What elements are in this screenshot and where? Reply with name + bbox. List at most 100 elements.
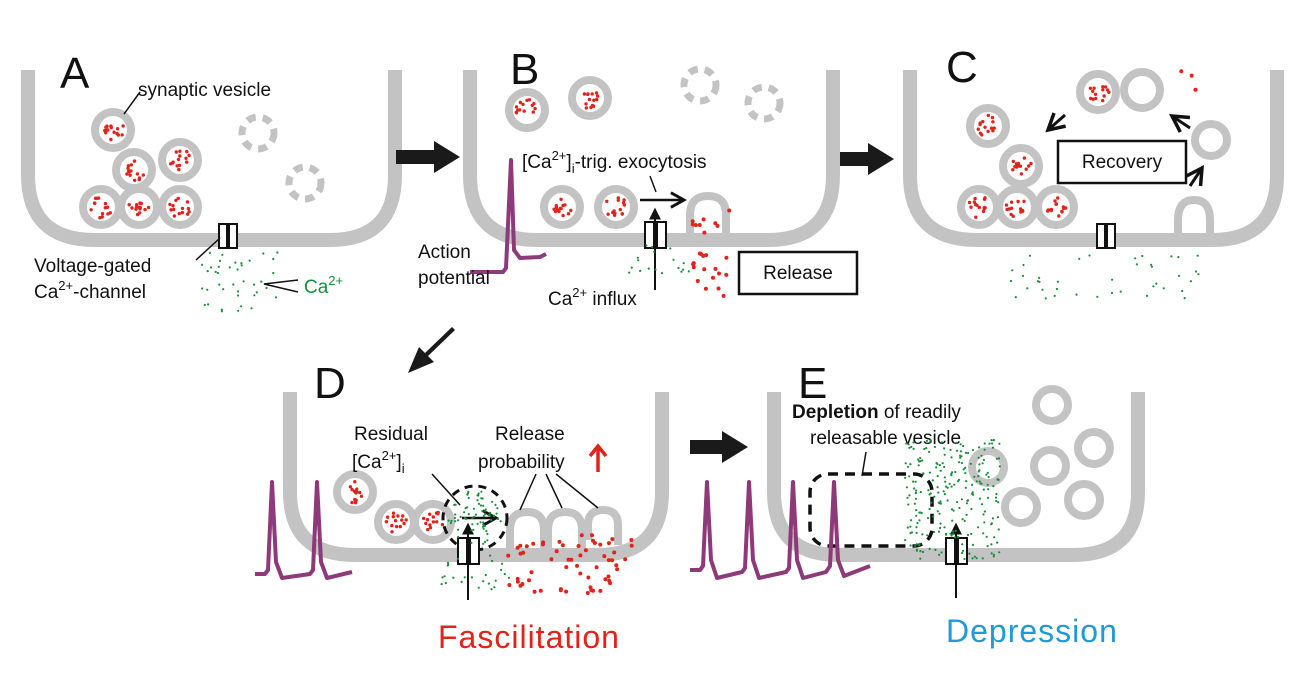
calcium-ion (919, 550, 922, 553)
calcium-ion (914, 497, 918, 500)
released-transmitter (724, 255, 729, 260)
synaptic-vesicle-label: synaptic vesicle (138, 80, 271, 101)
calcium-ion (978, 497, 982, 500)
transmitter-dot (1005, 207, 1009, 212)
transmitter-dot (103, 206, 108, 210)
transmitter-dot (180, 210, 185, 215)
transmitter-dot (180, 206, 185, 211)
released-transmitter (721, 293, 726, 298)
released-transmitter (515, 579, 520, 584)
calcium-ion (992, 438, 996, 442)
vesicle-group (79, 108, 202, 229)
panel-a: A synaptic vesicle Voltage-gated Ca2+-ch… (21, 49, 402, 303)
calcium-ion (647, 267, 650, 270)
transmitter-dot (1056, 196, 1060, 200)
calcium-ion (931, 479, 935, 482)
calcium-ion (996, 541, 999, 544)
fusing-vesicle (584, 505, 622, 545)
transmitter-dot (1004, 203, 1009, 207)
calcium-ion (907, 443, 910, 446)
transmitter-dot (184, 156, 188, 160)
calcium-ion (1014, 296, 1017, 299)
transmitter-dot (428, 526, 433, 530)
released-transmitter (615, 567, 620, 572)
released-transmitter (507, 583, 512, 587)
action-potential-trace (470, 158, 547, 274)
released-transmitter (711, 275, 715, 280)
vesicle (966, 104, 1010, 148)
transmitter-dot (132, 159, 137, 163)
calcium-ion (987, 496, 990, 499)
transmitter-dot (353, 480, 357, 484)
transmitter-dot (428, 523, 432, 527)
calcium-ion (495, 512, 498, 515)
calcium-ion (918, 519, 921, 522)
calcium-ion (964, 472, 967, 475)
released-transmitter (583, 548, 588, 553)
calcium-ion (628, 271, 631, 274)
transmitter-dot (1011, 159, 1015, 164)
transmitter-dot (986, 129, 990, 134)
transmitter-dot (348, 485, 353, 489)
calcium-ion (476, 522, 479, 525)
recovery-label: Recovery (1082, 152, 1163, 173)
transmitter-dot (1016, 199, 1020, 204)
released-transmitter (612, 550, 617, 555)
calcium-ion (983, 448, 986, 451)
calcium-ion (909, 463, 912, 466)
terminal-membrane (21, 70, 402, 247)
calcium-ion (446, 561, 450, 564)
calcium-ion (908, 475, 911, 478)
transmitter-dot (1094, 96, 1098, 101)
calcium-ion (928, 450, 931, 453)
transmitter-dot (358, 490, 362, 495)
fascilitation-caption: Fascilitation (438, 619, 620, 655)
calcium-ion (925, 447, 928, 450)
calcium-ion (912, 480, 915, 483)
transmitter-dot (128, 173, 132, 177)
calcium-ion (977, 526, 980, 529)
calcium-ion (936, 463, 939, 466)
transmitter-dot (402, 521, 406, 526)
panel-b: B [Ca2+]i-trig. exocytosis Action potent… (418, 45, 859, 310)
calcium-ion (960, 462, 964, 465)
calcium-ion (927, 489, 930, 492)
transmitter-dot (425, 518, 430, 522)
transmitter-dot (561, 213, 565, 218)
calcium-ion (978, 480, 981, 483)
calcium-ion (993, 536, 996, 539)
calcium-ion (637, 259, 640, 262)
release-label: Release (763, 263, 833, 284)
calcium-ion (978, 463, 981, 466)
calcium-ion (494, 579, 497, 582)
transmitter-dot (404, 518, 408, 522)
panel-letter: A (60, 49, 90, 98)
calcium-ion (943, 493, 947, 496)
calcium-ion (457, 557, 460, 560)
released-transmitter (566, 557, 571, 562)
calcium-ion (234, 261, 237, 264)
transmitter-dot (622, 198, 626, 202)
calcium-ion (971, 491, 974, 494)
transmitter-dot (1088, 86, 1093, 91)
calcium-ion (481, 510, 484, 513)
released-transmitter (697, 251, 702, 256)
transmitter-dot (126, 164, 131, 168)
calcium-ion (990, 552, 993, 555)
calcium-ion (955, 441, 958, 444)
calcium-ion (969, 462, 972, 465)
calcium-ion (905, 442, 908, 445)
calcium-ion (908, 494, 911, 497)
calcium-ion (994, 496, 998, 499)
released-transmitter (607, 578, 612, 583)
calcium-ion (961, 549, 965, 552)
transmitter-dot (424, 521, 428, 526)
calcium-ion (959, 454, 962, 457)
released-transmitter (701, 217, 706, 222)
released-transmitter (532, 589, 537, 594)
calcium-ion (909, 544, 912, 547)
transmitter-dot (1064, 206, 1068, 210)
calcium-ion (928, 471, 932, 474)
transmitter-dot (612, 213, 617, 217)
